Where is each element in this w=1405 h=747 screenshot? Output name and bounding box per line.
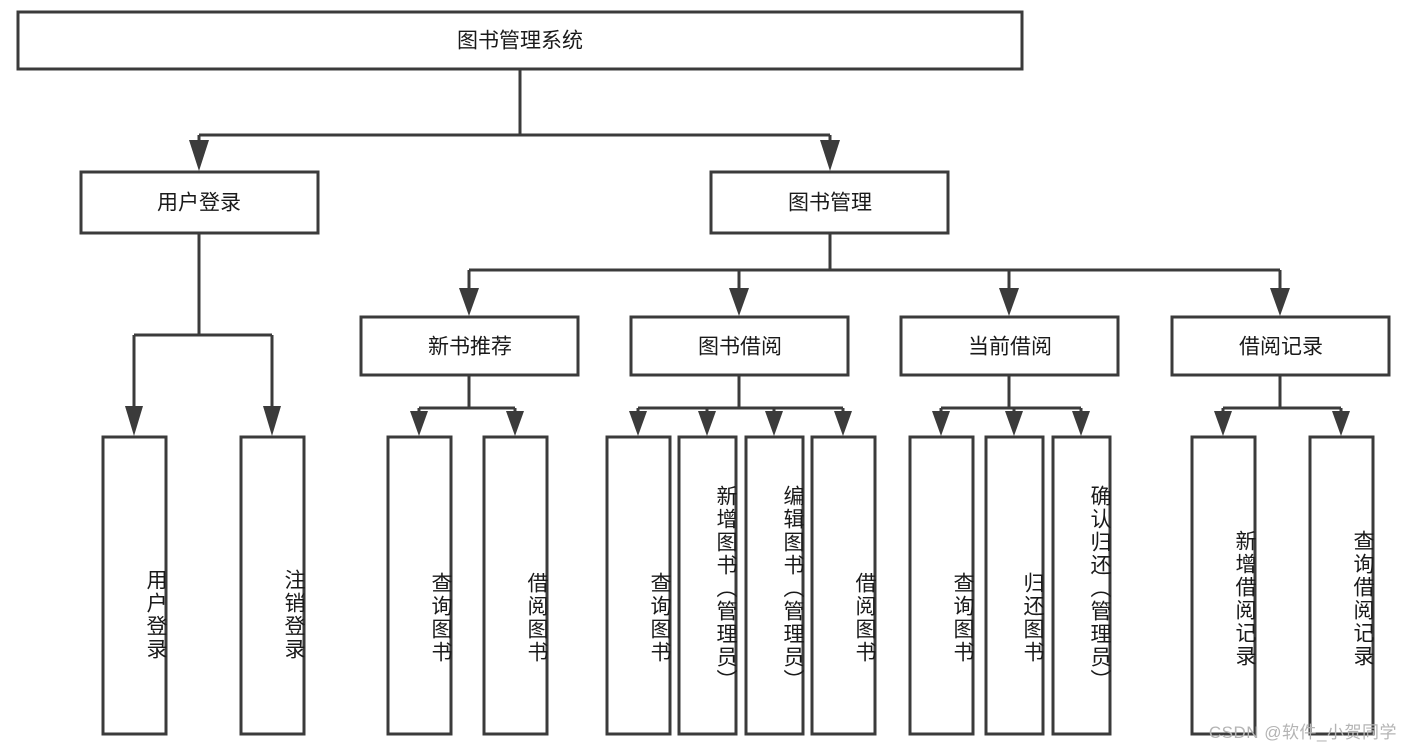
leaf-box-confirm-return-admin[interactable] xyxy=(1051,435,1112,736)
arrowhead-bookborrow-leaf-4 xyxy=(834,411,852,436)
node-current-borrow-label: 当前借阅 xyxy=(968,336,1052,359)
node-book-management-box[interactable] xyxy=(709,170,950,235)
node-root-label: 图书管理系统 xyxy=(457,30,583,53)
arrowhead-book-borrow xyxy=(729,288,749,316)
arrowhead-leaf-user-login xyxy=(125,406,143,436)
node-root[interactable]: 图书管理系统 xyxy=(16,10,1024,71)
leaf-node-boxes xyxy=(101,435,1375,736)
node-borrow-record-label: 借阅记录 xyxy=(1239,336,1323,359)
arrowhead-currentborrow-leaf-3 xyxy=(1072,411,1090,436)
leaf-box-query-book-newrec[interactable] xyxy=(386,435,453,736)
leaf-box-return-book[interactable] xyxy=(984,435,1045,736)
node-book-borrow-box[interactable] xyxy=(629,315,850,377)
arrowhead-newbook-leaf-1 xyxy=(410,411,428,436)
node-borrow-record[interactable]: 借阅记录 xyxy=(1170,315,1391,377)
arrowhead-borrowrecord-leaf-1 xyxy=(1214,411,1232,436)
leaf-box-add-book-admin[interactable] xyxy=(677,435,738,736)
node-book-borrow[interactable]: 图书借阅 xyxy=(629,315,850,377)
node-current-borrow-box[interactable] xyxy=(899,315,1120,377)
node-new-book-recommend-label: 新书推荐 xyxy=(428,336,512,359)
leaf-box-borrow-book-newrec[interactable] xyxy=(482,435,549,736)
node-book-management-label: 图书管理 xyxy=(788,192,872,215)
arrowhead-newbook-leaf-2 xyxy=(506,411,524,436)
arrowhead-user-login xyxy=(189,140,209,171)
leaf-box-logout[interactable] xyxy=(239,435,306,736)
arrowhead-new-book-rec xyxy=(459,288,479,316)
connector-group xyxy=(125,69,1350,436)
node-current-borrow[interactable]: 当前借阅 xyxy=(899,315,1120,377)
node-book-management[interactable]: 图书管理 xyxy=(709,170,950,235)
arrowhead-bookborrow-leaf-3 xyxy=(765,411,783,436)
arrowhead-current-borrow xyxy=(999,288,1019,316)
arrowhead-book-mgmt xyxy=(820,140,840,171)
leaf-box-query-borrow-record[interactable] xyxy=(1308,435,1375,736)
node-user-login[interactable]: 用户登录 xyxy=(79,170,320,235)
arrowhead-borrow-record xyxy=(1270,288,1290,316)
node-new-book-recommend-box[interactable] xyxy=(359,315,580,377)
arrowhead-currentborrow-leaf-2 xyxy=(1005,411,1023,436)
arrowhead-currentborrow-leaf-1 xyxy=(932,411,950,436)
node-user-login-label: 用户登录 xyxy=(157,192,241,215)
arrowhead-bookborrow-leaf-1 xyxy=(629,411,647,436)
leaf-box-borrow-book[interactable] xyxy=(810,435,877,736)
node-root-box[interactable] xyxy=(16,10,1024,71)
leaf-box-query-book-current[interactable] xyxy=(908,435,975,736)
csdn-watermark: CSDN @软件_小贺同学 xyxy=(1208,723,1397,742)
arrowhead-borrowrecord-leaf-2 xyxy=(1332,411,1350,436)
leaf-box-edit-book-admin[interactable] xyxy=(744,435,805,736)
leaf-box-add-borrow-record[interactable] xyxy=(1190,435,1257,736)
leaf-box-user-login[interactable] xyxy=(101,435,168,736)
node-book-borrow-label: 图书借阅 xyxy=(698,336,782,359)
node-new-book-recommend[interactable]: 新书推荐 xyxy=(359,315,580,377)
leaf-box-query-book-borrow[interactable] xyxy=(605,435,672,736)
arrowhead-bookborrow-leaf-2 xyxy=(698,411,716,436)
arrowhead-leaf-logout xyxy=(263,406,281,436)
node-borrow-record-box[interactable] xyxy=(1170,315,1391,377)
node-user-login-box[interactable] xyxy=(79,170,320,235)
